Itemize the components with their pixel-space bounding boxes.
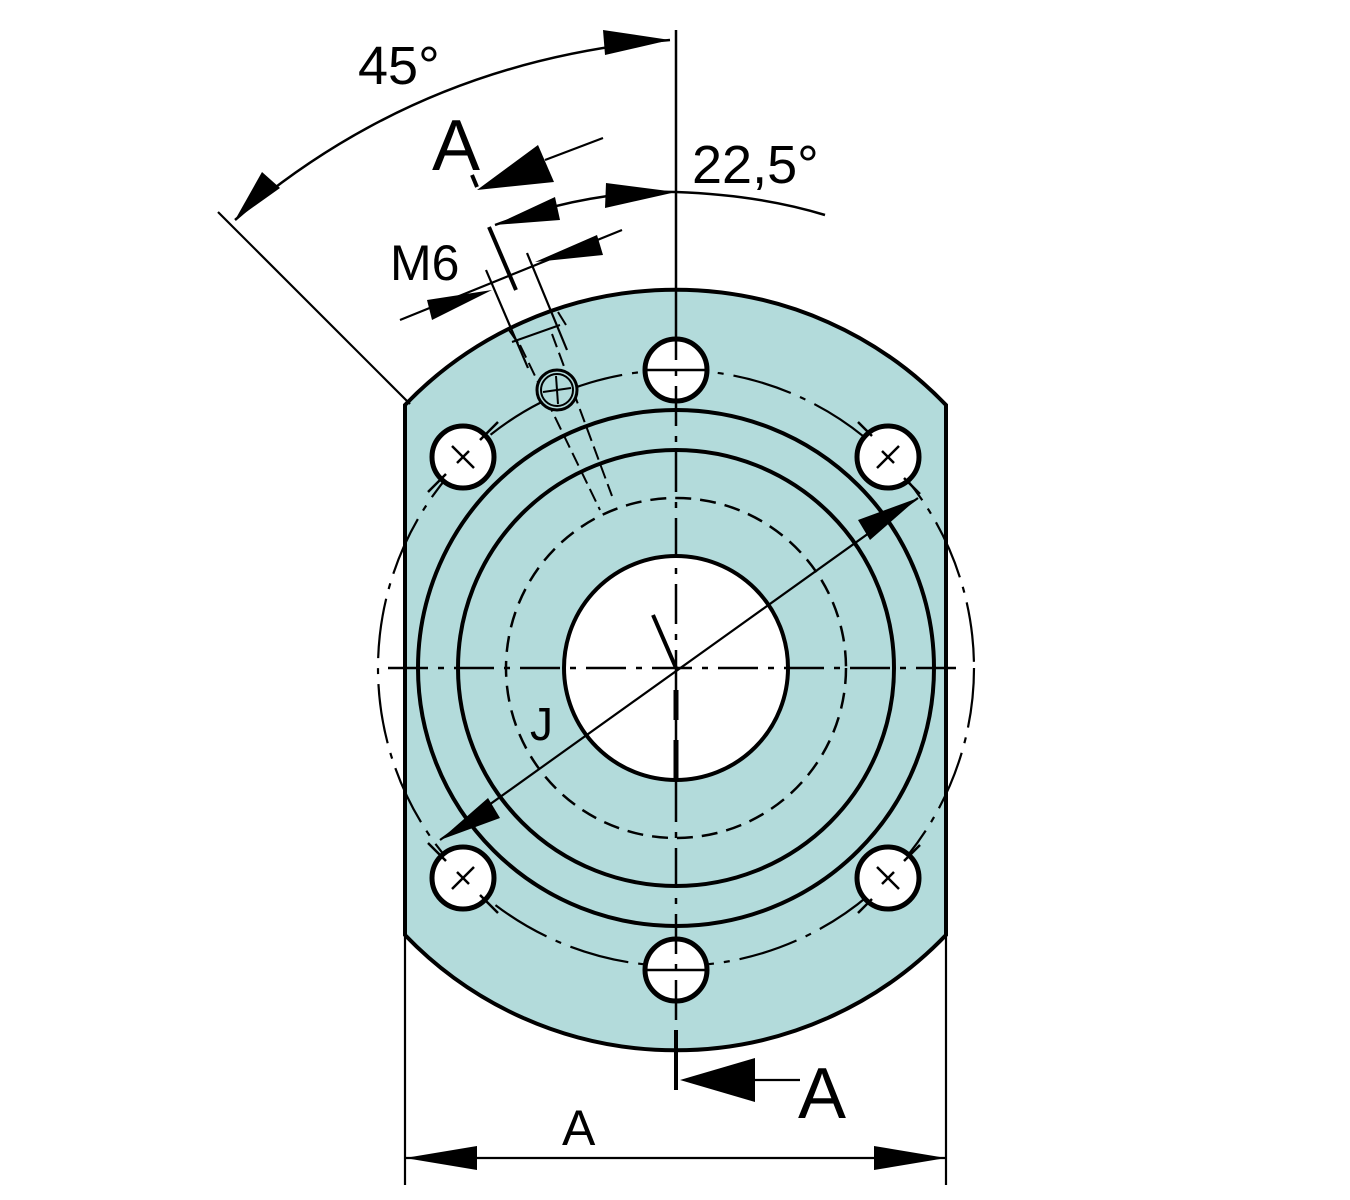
m6-threaded-hole bbox=[484, 252, 613, 511]
angle-22-5-label: 22,5° bbox=[692, 135, 819, 195]
angle-45-label: 45° bbox=[358, 36, 440, 96]
width-a-dimension bbox=[403, 935, 948, 1185]
diameter-j-dimension bbox=[439, 497, 919, 841]
width-label: A bbox=[562, 1100, 596, 1156]
section-arrow-bottom bbox=[680, 1058, 800, 1102]
angle-45-dimension bbox=[217, 30, 671, 405]
diameter-label: J bbox=[530, 698, 553, 750]
section-cut-line bbox=[470, 174, 679, 780]
thread-label: M6 bbox=[390, 235, 459, 291]
section-label-bottom: A bbox=[798, 1054, 846, 1134]
m6-dimension bbox=[399, 228, 623, 322]
angle-22-5-dimension bbox=[494, 183, 826, 227]
section-label-top: A bbox=[432, 106, 480, 186]
section-arrow-top bbox=[477, 136, 604, 190]
